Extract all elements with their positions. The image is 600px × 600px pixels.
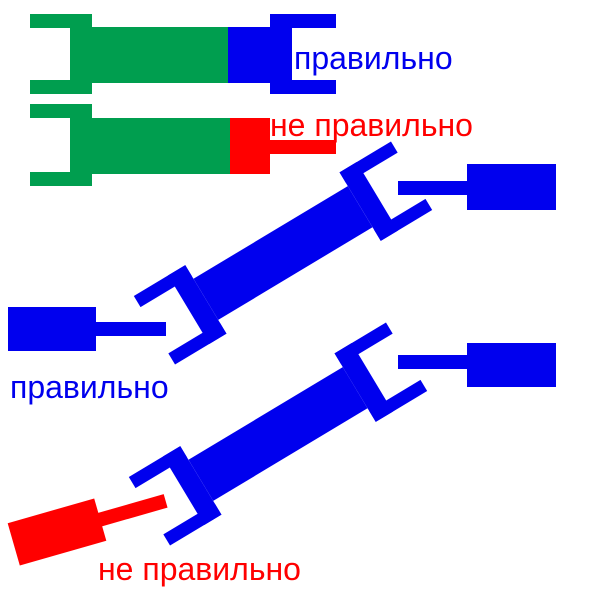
yoke-prong-left-top [133, 265, 192, 308]
end-yoke-bar [270, 14, 292, 94]
misaligned-end [7, 494, 168, 566]
yoke-prong-bottom [30, 80, 92, 94]
yoke-prong-left-bottom [168, 322, 227, 365]
left-rod-red [96, 494, 168, 527]
end-fitting [230, 118, 270, 174]
end-yoke-prong-top [270, 14, 336, 28]
shaft-body [193, 186, 373, 320]
yoke-prong-right-bottom [374, 198, 433, 241]
rotated-driveshaft [133, 141, 433, 365]
end-yoke-prong-bottom [270, 80, 336, 94]
right-block [467, 164, 556, 210]
yoke-bar-left [163, 446, 222, 525]
label-incorrect-top: не правильно [270, 107, 473, 143]
yoke-bar-left [168, 265, 227, 344]
label-correct-top: правильно [294, 40, 453, 76]
shaft-body [78, 118, 230, 174]
shaft-body [78, 27, 228, 83]
yoke-prong-top [30, 14, 92, 28]
example-1-correct: правильно [30, 14, 453, 94]
left-block [8, 307, 96, 351]
yoke-bar-right [339, 162, 398, 241]
rotated-driveshaft [128, 322, 428, 546]
right-block [467, 343, 556, 387]
yoke-prong-left-bottom [163, 503, 222, 546]
example-4-incorrect: не правильно [7, 322, 556, 587]
example-2-incorrect: не правильно [30, 104, 473, 186]
right-rod [398, 355, 470, 369]
yoke-bar-right [334, 343, 393, 422]
shaft-rod [268, 140, 336, 154]
left-rod [94, 322, 166, 336]
yoke-prong-right-top [339, 141, 398, 184]
yoke-prong-right-bottom [369, 379, 428, 422]
yoke-prong-bottom [30, 172, 92, 186]
yoke-prong-top [30, 104, 92, 118]
yoke-prong-left-top [128, 446, 187, 489]
yoke-bar [70, 14, 92, 94]
yoke-prong-right-top [334, 322, 393, 365]
shaft-body [188, 367, 368, 501]
label-correct-bottom: правильно [10, 369, 169, 405]
example-3-correct: правильно [8, 141, 556, 405]
right-rod [398, 181, 470, 195]
yoke-bar [70, 104, 92, 186]
label-incorrect-bottom: не правильно [98, 551, 301, 587]
left-block-red [7, 498, 107, 566]
